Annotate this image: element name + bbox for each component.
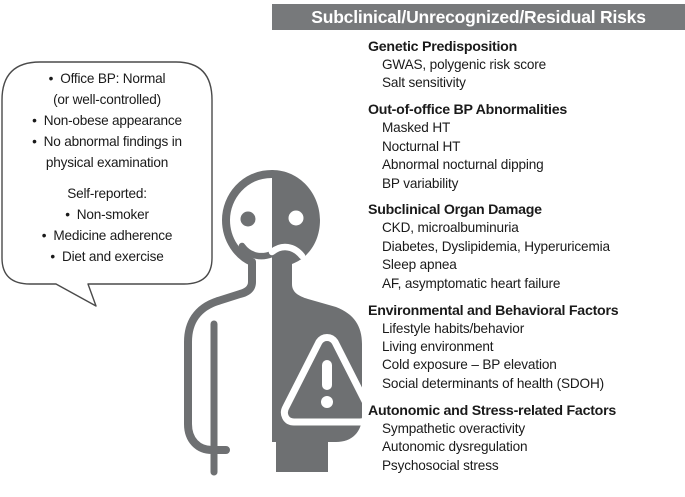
risk-item: AF, asymptomatic heart failure [382,275,561,291]
page-title: Subclinical/Unrecognized/Residual Risks [311,6,646,27]
risk-item: Living environment [382,338,494,354]
risk-group-heading: Autonomic and Stress-related Factors [368,402,617,419]
risk-item: Sleep apnea [382,257,457,273]
risk-item: BP variability [382,175,459,191]
bubble-line: Non-smoker [4,204,210,225]
risk-item: Social determinants of health (SDOH) [382,375,605,391]
risk-group-autonomic-and-stress-related-factors: Autonomic and Stress-related Factors Sym… [368,402,685,475]
bubble-line: Diet and exercise [4,246,210,267]
bubble-line: Office BP: Normal [4,68,210,89]
bubble-line: Medicine adherence [4,225,210,246]
risk-item: Sympathetic overactivity [382,420,525,436]
risk-item: Abnormal nocturnal dipping [382,157,544,173]
bubble-line: Self-reported: [67,186,147,201]
risk-group-environmental-and-behavioral-factors: Environmental and Behavioral Factors Lif… [368,302,685,394]
bubble-line: (or well-controlled) [53,92,161,107]
risk-item: Psychosocial stress [382,457,499,473]
risk-item: Salt sensitivity [382,75,466,91]
risk-list: Genetic Predisposition GWAS, polygenic r… [368,38,685,475]
risk-item: Autonomic dysregulation [382,439,528,455]
bubble-line: Non-obese appearance [4,110,210,131]
risk-group-heading: Environmental and Behavioral Factors [368,302,619,319]
risk-group-heading: Subclinical Organ Damage [368,202,542,219]
risk-item: CKD, microalbuminuria [382,220,519,236]
risk-item: Lifestyle habits/behavior [382,320,525,336]
page-title-banner: Subclinical/Unrecognized/Residual Risks [272,4,685,30]
risk-item: Masked HT [382,120,451,136]
speech-bubble-text: Office BP: Normal (or well-controlled) N… [4,68,210,267]
bubble-line: physical examination [45,155,169,170]
patient-speech-bubble: Office BP: Normal (or well-controlled) N… [0,58,214,308]
figure-left-eye [240,211,256,227]
figure-right-half-solid [268,170,362,472]
risk-item: Diabetes, Dyslipidemia, Hyperuricemia [382,238,610,254]
risk-group-genetic-predisposition: Genetic Predisposition GWAS, polygenic r… [368,38,685,93]
split-patient-figure [178,164,370,484]
figure-right-eye [288,210,304,226]
risk-item: GWAS, polygenic risk score [382,57,547,72]
figure-left-half-outline [184,170,276,476]
risk-item: Cold exposure – BP elevation [382,357,557,373]
risk-group-out-of-office-bp-abnormalities: Out-of-office BP Abnormalities Masked HT… [368,101,685,193]
risk-group-heading: Out-of-office BP Abnormalities [368,102,568,119]
risk-group-heading: Genetic Predisposition [368,39,518,55]
bubble-line: No abnormal findings in [4,131,210,152]
risk-item: Nocturnal HT [382,138,461,154]
risk-group-subclinical-organ-damage: Subclinical Organ Damage CKD, microalbum… [368,201,685,293]
warning-triangle-icon [280,334,370,426]
patient-figure-graphic [184,170,370,476]
